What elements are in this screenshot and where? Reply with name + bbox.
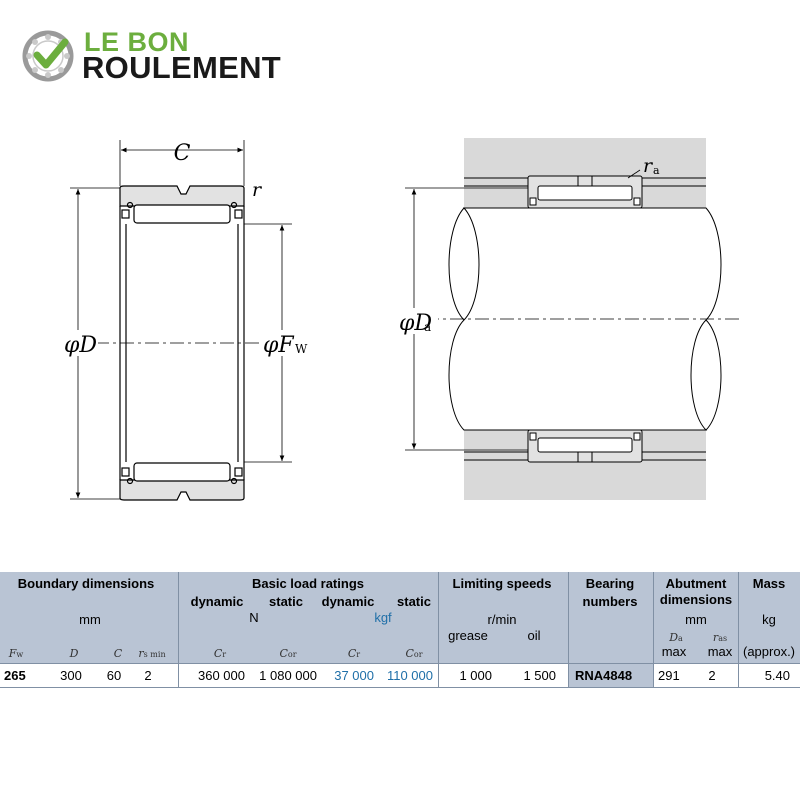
- header-boundary: Boundary dimensions: [17, 576, 155, 591]
- sub-max-2: max: [707, 644, 733, 659]
- sub-approx: (approx.): [742, 644, 796, 659]
- header-abutment-2: dimensions: [659, 592, 733, 607]
- label-ra: r: [643, 155, 654, 177]
- label-C: C: [174, 141, 191, 166]
- cell-rs-min: 2: [144, 668, 152, 683]
- label-r: r: [252, 179, 263, 201]
- sub-dynamic-1: dynamic: [190, 594, 244, 609]
- label-phiDa: φD: [399, 311, 432, 336]
- sub-static-1: static: [269, 594, 303, 609]
- label-ra-sub: a: [653, 164, 660, 177]
- cell-bearing: RNA4848: [575, 668, 633, 683]
- cell-mass: 5.40: [764, 668, 790, 683]
- cell-Cr-kgf: 37 000: [334, 668, 374, 683]
- cell-C: 60: [106, 668, 122, 683]
- bearing-cross-section: [70, 140, 300, 501]
- bearing-number-cell: [569, 663, 653, 687]
- label-Fw-sub: W: [295, 342, 308, 356]
- sub-dynamic-2: dynamic: [321, 594, 375, 609]
- sym-C: C: [113, 647, 123, 660]
- sym-Cr-2: Cr: [347, 647, 361, 660]
- cell-Cor-N: 1 080 000: [259, 668, 317, 683]
- label-Da-sub: a: [424, 320, 431, 334]
- sub-oil: oil: [527, 628, 541, 643]
- cell-Cr-N: 360 000: [198, 668, 245, 683]
- table-header: [0, 572, 800, 663]
- header-speed: Limiting speeds: [452, 576, 552, 591]
- header-bearing-2: numbers: [582, 594, 638, 609]
- sub-mm: mm: [79, 612, 101, 627]
- sub-static-2: static: [397, 594, 431, 609]
- bearing-drawing: C r φD φF W: [64, 138, 740, 501]
- cell-grease: 1 000: [459, 668, 492, 683]
- cell-Cor-kgf: 110 000: [386, 668, 433, 683]
- sub-max-1: max: [661, 644, 687, 659]
- sym-rs: rs min: [138, 647, 166, 660]
- cell-D: 300: [60, 668, 82, 683]
- sym-Da: Da: [669, 631, 683, 644]
- sub-kgf: kgf: [374, 610, 392, 625]
- spec-table: Boundary dimensions Basic load ratings L…: [0, 572, 800, 688]
- header-mass: Mass: [752, 576, 786, 591]
- sub-abut-mm: mm: [685, 612, 707, 627]
- cell-Fw: 265: [4, 668, 26, 683]
- sub-N: N: [249, 610, 259, 625]
- sym-ras: ras: [712, 631, 728, 644]
- cell-oil: 1 500: [523, 668, 556, 683]
- sym-Cor-2: Cor: [405, 647, 423, 660]
- sub-kg: kg: [762, 612, 776, 627]
- mounting-drawing: [405, 138, 740, 500]
- header-bearing: Bearing: [585, 576, 635, 591]
- header-load: Basic load ratings: [252, 576, 364, 591]
- logo-line1: LE BON: [84, 27, 190, 57]
- sym-Cor-1: Cor: [279, 647, 297, 660]
- sub-grease: grease: [448, 628, 488, 643]
- label-phiFw: φF: [263, 333, 294, 358]
- sub-rmin: r/min: [487, 612, 517, 627]
- cell-Da-max: 291: [658, 668, 680, 683]
- brand-logo: LE BON ROULEMENT: [22, 28, 312, 88]
- sym-D: D: [69, 647, 79, 660]
- cell-ras-max: 2: [708, 668, 716, 683]
- logo-line2: ROULEMENT: [82, 50, 282, 85]
- sym-Fw: Fw: [8, 647, 24, 660]
- sym-Cr-1: Cr: [213, 647, 227, 660]
- header-abutment: Abutment: [665, 576, 727, 591]
- bearing-check-icon: [22, 30, 74, 82]
- label-phiD: φD: [64, 333, 97, 358]
